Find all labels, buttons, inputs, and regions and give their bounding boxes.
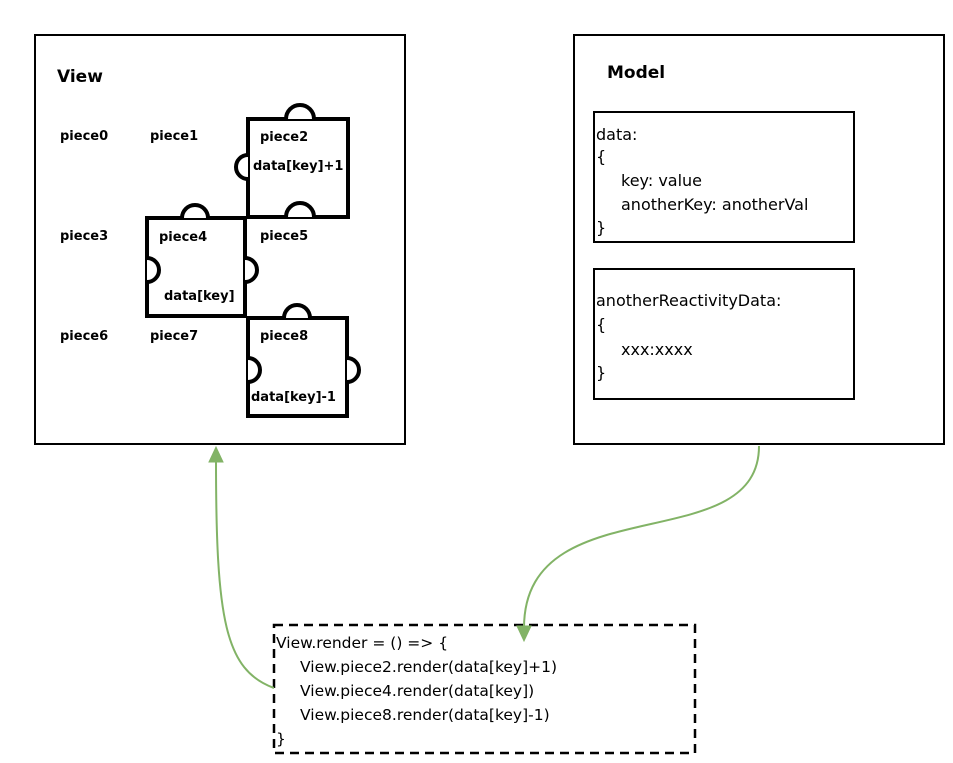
- puzzle-piece-4: piece4 data[key]: [145, 203, 259, 318]
- data-box-line-3: anotherKey: anotherVal: [621, 195, 808, 214]
- piece4-left-socket: [146, 256, 161, 284]
- reactivity-box-line-1: {: [596, 315, 606, 334]
- piece2-value: data[key]+1: [253, 159, 343, 174]
- reactivity-box: [593, 268, 855, 400]
- piece8-label: piece8: [260, 329, 308, 344]
- piece4-label: piece4: [159, 230, 207, 245]
- model-to-render-arrow: [516, 445, 760, 643]
- piece0-label: piece0: [60, 129, 108, 144]
- reactivity-box-line-3: }: [596, 363, 606, 382]
- piece2-left-socket: [234, 153, 249, 181]
- data-box-line-2: key: value: [621, 171, 702, 190]
- render-code-box: [272, 623, 697, 755]
- data-box-line-1: {: [596, 147, 606, 166]
- piece8-left-socket: [247, 356, 262, 384]
- piece3-label: piece3: [60, 229, 108, 244]
- render-code-line-2: View.piece4.render(data[key]): [300, 682, 534, 700]
- render-code-line-1: View.piece2.render(data[key]+1): [300, 658, 557, 676]
- render-code-line-0: View.render = () => {: [276, 634, 448, 652]
- reactivity-box-line-2: xxx:xxxx: [621, 340, 693, 359]
- reactivity-box-line-0: anotherReactivityData:: [596, 291, 781, 310]
- data-box: [593, 111, 855, 243]
- render-code-line-3: View.piece8.render(data[key]-1): [300, 706, 550, 724]
- render-to-view-arrow-line: [215, 459, 275, 689]
- piece4-value: data[key]: [164, 289, 235, 304]
- model-title: Model: [607, 63, 665, 83]
- piece8-value: data[key]-1: [251, 390, 336, 405]
- render-code-line-4: }: [276, 730, 286, 748]
- data-box-line-0: data:: [596, 125, 637, 144]
- piece4-top-knob: [180, 203, 210, 219]
- piece5-label: piece5: [260, 229, 308, 244]
- piece8-right-knob: [346, 356, 361, 384]
- view-title: View: [57, 67, 103, 87]
- puzzle-piece-2: piece2 data[key]+1: [234, 103, 350, 219]
- model-to-render-arrowhead: [516, 625, 532, 643]
- piece8-top-knob: [282, 303, 312, 319]
- puzzle-piece-8: piece8 data[key]-1: [246, 303, 361, 418]
- model-to-render-arrow-line: [523, 445, 760, 629]
- render-to-view-arrow: [208, 445, 275, 689]
- piece2-bottom-socket: [284, 201, 316, 218]
- piece2-label: piece2: [260, 130, 308, 145]
- render-to-view-arrowhead: [208, 445, 224, 463]
- piece2-top-knob: [284, 103, 316, 120]
- piece4-right-knob: [244, 256, 259, 284]
- data-box-line-4: }: [596, 218, 606, 237]
- piece6-label: piece6: [60, 329, 108, 344]
- piece7-label: piece7: [150, 329, 198, 344]
- piece1-label: piece1: [150, 129, 198, 144]
